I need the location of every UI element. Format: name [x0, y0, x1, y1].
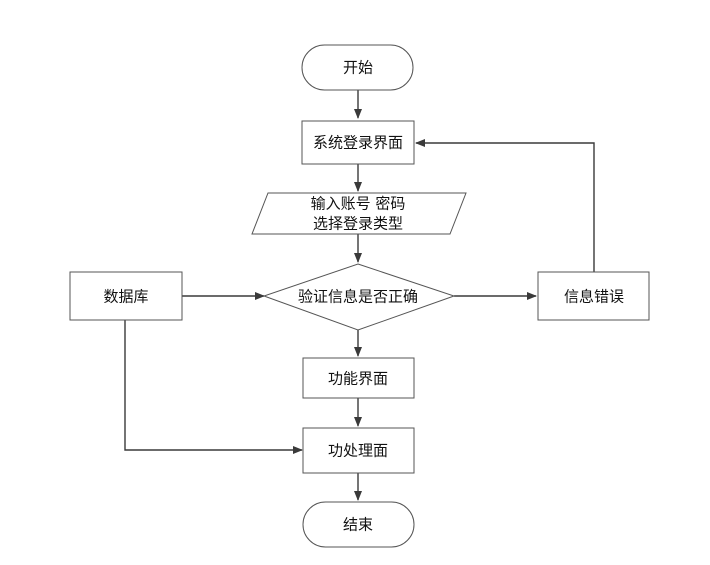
login-label: 系统登录界面: [313, 134, 403, 152]
process-shape: [302, 357, 415, 399]
edge-error-to-login: [415, 139, 595, 272]
input-label-line-1: 输入账号 密码: [311, 195, 406, 213]
edge-database-to-process: [124, 320, 303, 454]
verify-label: 验证信息是否正确: [298, 288, 418, 306]
decision-shape: [262, 263, 456, 331]
node-start: 开始: [301, 44, 414, 91]
input-label-line-2: 选择登录类型: [313, 215, 403, 233]
process-shape: [69, 271, 183, 321]
function-label: 功能界面: [328, 370, 388, 388]
node-process: 功处理面: [302, 427, 415, 474]
node-verify: 验证信息是否正确: [262, 263, 456, 331]
start-label: 开始: [343, 59, 373, 77]
node-error: 信息错误: [537, 271, 650, 321]
process-shape: [302, 427, 415, 474]
edges: [124, 90, 595, 501]
terminator-shape: [302, 501, 415, 548]
process-label: 功处理面: [328, 442, 388, 460]
node-function: 功能界面: [302, 357, 415, 399]
node-input: 输入账号 密码 选择登录类型: [251, 192, 467, 235]
process-shape: [537, 271, 650, 321]
terminator-shape: [301, 44, 414, 91]
error-label: 信息错误: [564, 288, 624, 306]
process-shape: [301, 120, 415, 165]
end-label: 结束: [343, 516, 373, 534]
database-label: 数据库: [103, 288, 148, 306]
data-shape: [251, 192, 467, 235]
node-login: 系统登录界面: [301, 120, 415, 165]
node-end: 结束: [302, 501, 415, 548]
node-database: 数据库: [69, 271, 183, 321]
